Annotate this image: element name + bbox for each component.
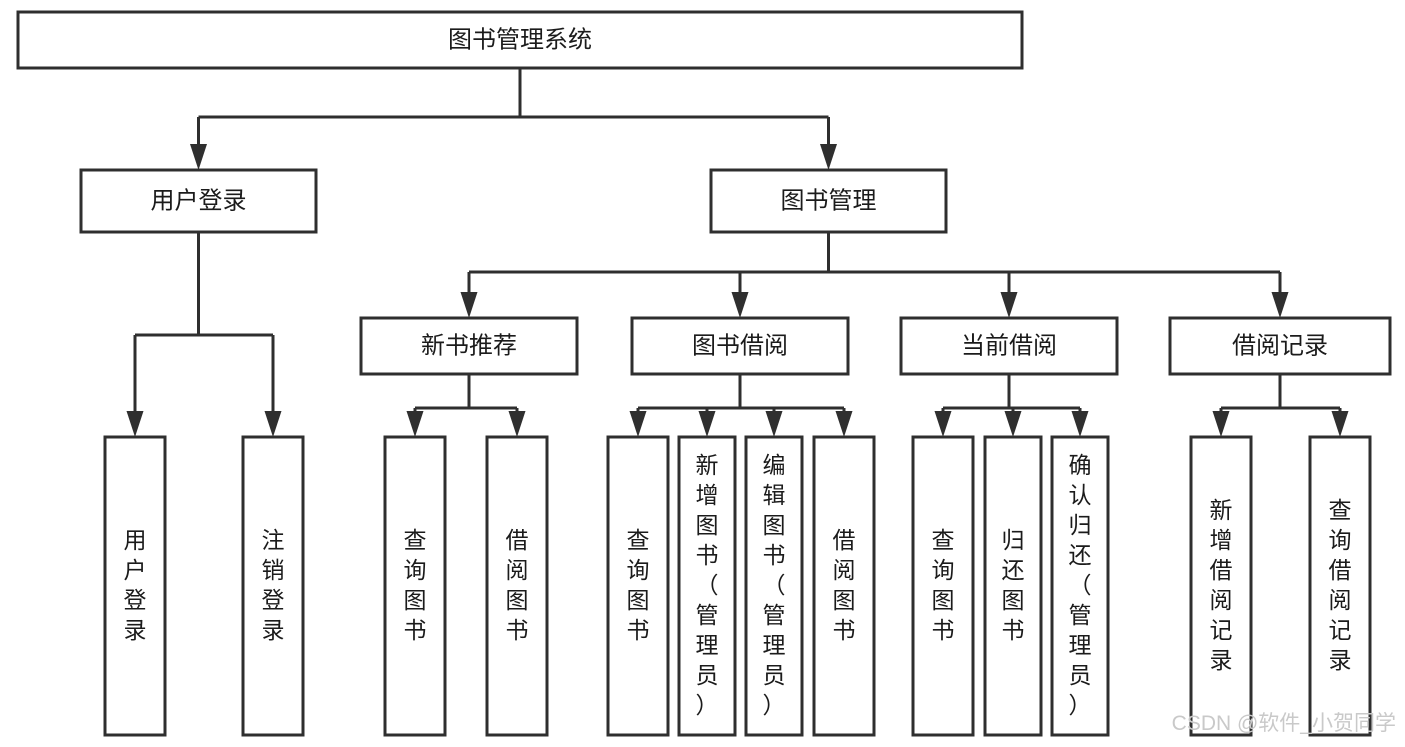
node-leaf-current-confirm-box [1050,435,1110,737]
new-book-recommend-branch-1-arrowhead [508,411,526,437]
node-leaf-borrow-query[interactable]: 查询图书 [606,435,670,737]
node-leaf-recommend-query-label: 查询图书 [404,527,427,643]
node-leaf-borrow-query-label: 查询图书 [627,527,650,643]
root-branch-1-arrowhead [820,144,837,170]
node-leaf-borrow-add-label: 新增图书（管理员） [696,452,719,718]
node-leaf-recommend-borrow-box [485,435,549,737]
node-leaf-user-logout-label: 注销登录 [262,527,285,643]
connector-layer [126,68,1349,437]
node-book-management[interactable]: 图书管理 [709,168,948,234]
book-borrow-branch-1-arrowhead [698,411,716,437]
user-login-branch-0-arrowhead [126,411,144,437]
node-leaf-user-login-box [103,435,167,737]
node-leaf-current-return-box [983,435,1043,737]
book-management-branch-0-arrowhead [460,292,478,318]
node-leaf-recommend-query[interactable]: 查询图书 [383,435,447,737]
current-borrow-branch-2-arrowhead [1071,411,1089,437]
node-borrow-record-label: 借阅记录 [1232,332,1328,359]
book-borrow-branch-2-arrowhead [765,411,783,437]
csdn-watermark: CSDN @软件_小贺同学 [1172,712,1396,735]
node-current-borrow-box [899,316,1119,376]
node-leaf-current-query-box [911,435,975,737]
node-leaf-record-query-label: 查询借阅记录 [1329,497,1352,673]
borrow-record-branch-0-arrowhead [1212,411,1230,437]
node-leaf-record-query-box [1308,435,1372,737]
node-current-borrow[interactable]: 当前借阅 [899,316,1119,376]
node-new-book-recommend-box [359,316,579,376]
node-user-login-label: 用户登录 [151,187,247,214]
node-leaf-recommend-query-box [383,435,447,737]
node-leaf-borrow-lend-box [812,435,876,737]
node-leaf-borrow-add-box [677,435,737,737]
node-user-login-box [79,168,318,234]
node-leaf-user-login[interactable]: 用户登录 [103,435,167,737]
node-leaf-borrow-edit[interactable]: 编辑图书（管理员） [744,435,804,737]
node-book-borrow[interactable]: 图书借阅 [630,316,850,376]
book-borrow-branch-3-arrowhead [835,411,853,437]
book-borrow-branch-0-arrowhead [629,411,647,437]
book-management-branch-3-arrowhead [1271,292,1289,318]
book-management-branch-2-arrowhead [1000,292,1018,318]
node-leaf-user-login-label: 用户登录 [124,527,147,643]
node-leaf-borrow-lend[interactable]: 借阅图书 [812,435,876,737]
node-leaf-borrow-query-box [606,435,670,737]
node-new-book-recommend[interactable]: 新书推荐 [359,316,579,376]
node-borrow-record-box [1168,316,1392,376]
node-book-management-label: 图书管理 [781,187,877,214]
node-leaf-current-confirm-label: 确认归还（管理员） [1069,452,1092,718]
node-root-label: 图书管理系统 [448,26,592,53]
node-current-borrow-label: 当前借阅 [961,332,1057,359]
node-new-book-recommend-label: 新书推荐 [421,332,517,359]
node-leaf-user-logout[interactable]: 注销登录 [241,435,305,737]
current-borrow-branch-1-arrowhead [1004,411,1022,437]
current-borrow-branch-0-arrowhead [934,411,952,437]
node-leaf-borrow-add[interactable]: 新增图书（管理员） [677,435,737,737]
node-root[interactable]: 图书管理系统 [16,10,1024,70]
node-book-management-box [709,168,948,234]
node-leaf-borrow-lend-label: 借阅图书 [833,527,856,643]
node-leaf-current-confirm[interactable]: 确认归还（管理员） [1050,435,1110,737]
node-borrow-record[interactable]: 借阅记录 [1168,316,1392,376]
node-leaf-record-add[interactable]: 新增借阅记录 [1189,435,1253,737]
node-leaf-current-return-label: 归还图书 [1002,527,1025,643]
node-book-borrow-label: 图书借阅 [692,332,788,359]
node-leaf-borrow-edit-label: 编辑图书（管理员） [763,452,786,718]
node-leaf-record-query[interactable]: 查询借阅记录 [1308,435,1372,737]
node-root-box [16,10,1024,70]
node-leaf-user-logout-box [241,435,305,737]
node-leaf-record-add-box [1189,435,1253,737]
node-layer: 图书管理系统用户登录图书管理新书推荐图书借阅当前借阅借阅记录用户登录注销登录查询… [16,10,1392,737]
user-login-branch-1-arrowhead [264,411,282,437]
node-leaf-borrow-edit-box [744,435,804,737]
borrow-record-branch-1-arrowhead [1331,411,1349,437]
node-leaf-record-add-label: 新增借阅记录 [1210,497,1233,673]
node-user-login[interactable]: 用户登录 [79,168,318,234]
node-leaf-current-query[interactable]: 查询图书 [911,435,975,737]
node-leaf-recommend-borrow[interactable]: 借阅图书 [485,435,549,737]
root-branch-0-arrowhead [190,144,207,170]
node-leaf-current-return[interactable]: 归还图书 [983,435,1043,737]
node-book-borrow-box [630,316,850,376]
book-management-branch-1-arrowhead [731,292,749,318]
node-leaf-recommend-borrow-label: 借阅图书 [506,527,529,643]
new-book-recommend-branch-0-arrowhead [406,411,424,437]
node-leaf-current-query-label: 查询图书 [932,527,955,643]
